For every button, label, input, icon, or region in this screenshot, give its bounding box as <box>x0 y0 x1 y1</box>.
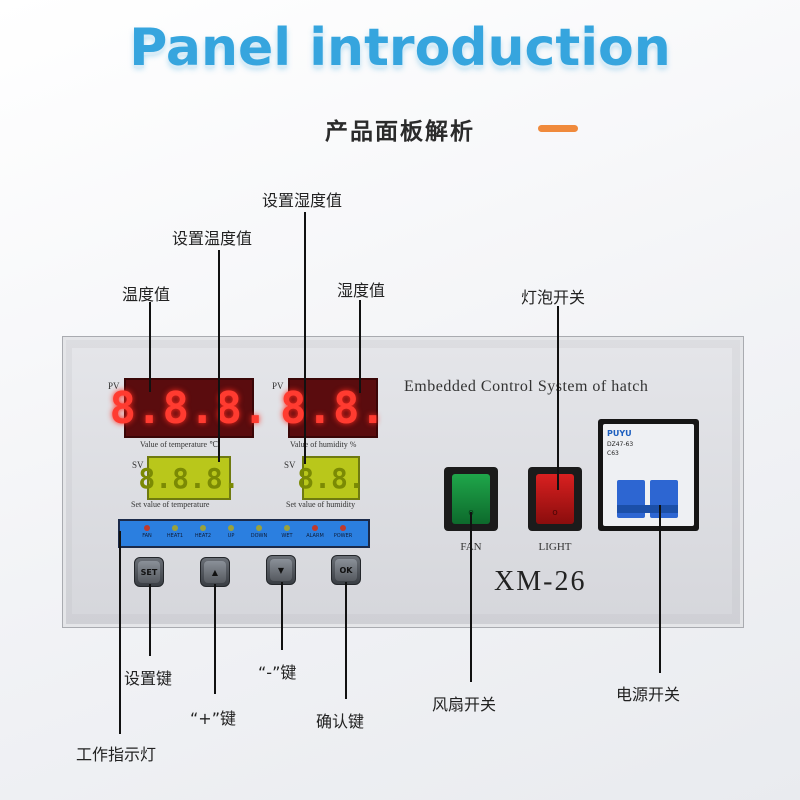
heat1-led-icon <box>172 525 178 531</box>
annotation-fan-switch: 风扇开关 <box>432 695 497 714</box>
up-arrow-icon: ▲ <box>204 561 226 583</box>
annotation-minus-key: “-”键 <box>258 663 297 682</box>
down-led-icon <box>256 525 262 531</box>
leader-humidity-value <box>359 300 361 393</box>
leader-confirm-key <box>345 582 347 699</box>
power-led-icon <box>340 525 346 531</box>
set-temperature-display: 8.8.8. <box>138 456 240 500</box>
ok-button[interactable]: OK <box>331 555 361 585</box>
heat2-led-icon <box>200 525 206 531</box>
temperature-caption: Value of temperature ℃ <box>140 440 219 449</box>
wet-led-icon <box>284 525 290 531</box>
fan-led-icon <box>144 525 150 531</box>
down-button[interactable]: ▼ <box>266 555 296 585</box>
alarm-led-icon <box>312 525 318 531</box>
humidity-caption: Value of humidity % <box>290 440 357 449</box>
light-rocker[interactable]: o <box>536 474 574 524</box>
up-led-icon <box>228 525 234 531</box>
humidity-display: 8.8. <box>280 378 386 438</box>
annotation-temp-value: 温度值 <box>122 285 171 304</box>
set-button[interactable]: SET <box>134 557 164 587</box>
annotation-work-indicator: 工作指示灯 <box>76 745 157 764</box>
set-temperature-caption: Set value of temperature <box>131 500 210 509</box>
light-switch[interactable]: o <box>528 467 582 531</box>
hum-pv-label: PV <box>272 381 284 391</box>
leader-light-switch <box>557 306 559 490</box>
page-title: Panel introduction <box>129 18 671 78</box>
indicator-heat2: HEAT2 <box>189 525 217 539</box>
hum-sv-label: SV <box>284 460 296 470</box>
indicator-alarm: ALARM <box>301 525 329 539</box>
indicator-down: DOWN <box>245 525 273 539</box>
up-button[interactable]: ▲ <box>200 557 230 587</box>
indicator-power: POWER <box>329 525 357 539</box>
leader-temp-value <box>149 302 151 392</box>
annotation-light-switch: 灯泡开关 <box>521 288 586 307</box>
annotation-humidity-value: 湿度值 <box>337 281 386 300</box>
indicator-heat1: HEAT1 <box>161 525 189 539</box>
annotation-plus-key: “+”键 <box>190 709 236 728</box>
indicator-fan: FAN <box>133 525 161 539</box>
annotation-set-temp: 设置温度值 <box>172 229 253 248</box>
temp-sv-label: SV <box>132 460 144 470</box>
page-subtitle: 产品面板解析 <box>325 119 475 145</box>
leader-fan-switch <box>470 512 472 682</box>
breaker-brand: PUYU <box>607 429 632 438</box>
indicator-up: UP <box>217 525 245 539</box>
breaker-model: DZ47-63 <box>607 441 634 448</box>
light-switch-label: LIGHT <box>538 541 572 553</box>
accent-bar <box>538 125 578 132</box>
leader-minus-key <box>281 582 283 650</box>
breaker-rating: C63 <box>607 450 619 457</box>
leader-set-humidity <box>304 212 306 464</box>
temperature-display: 8.8.8. <box>110 378 268 438</box>
indicator-strip: FAN HEAT1 HEAT2 UP DOWN WET ALARM POWER <box>118 519 370 548</box>
leader-set-temp <box>218 250 220 462</box>
leader-set-key <box>149 584 151 656</box>
indicator-wet: WET <box>273 525 301 539</box>
annotation-set-humidity: 设置湿度值 <box>262 191 343 210</box>
annotation-power-switch: 电源开关 <box>616 685 681 704</box>
temp-pv-label: PV <box>108 381 120 391</box>
annotation-confirm-key: 确认键 <box>316 712 365 731</box>
leader-plus-key <box>214 584 216 694</box>
set-humidity-caption: Set value of humidity <box>286 500 356 509</box>
set-humidity-display: 8.8. <box>297 456 365 500</box>
light-switch-mark: o <box>552 508 558 518</box>
leader-power-switch <box>659 505 661 673</box>
leader-indicator <box>119 531 121 734</box>
model-number: XM-26 <box>494 566 587 597</box>
annotation-set-key: 设置键 <box>124 669 173 688</box>
down-arrow-icon: ▼ <box>270 559 292 581</box>
system-title: Embedded Control System of hatch <box>404 378 649 395</box>
breaker-lever-bar <box>617 505 678 513</box>
